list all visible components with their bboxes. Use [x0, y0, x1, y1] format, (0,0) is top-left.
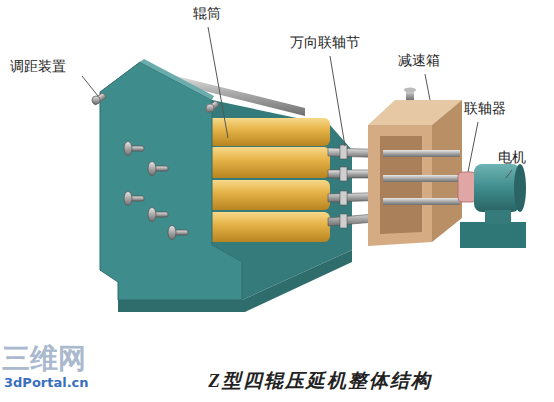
rolls: [205, 118, 330, 242]
caption: Z型四辊压延机整体结构: [208, 368, 432, 394]
reducer-box: [368, 88, 462, 247]
part-name: 电机: [498, 149, 526, 166]
part-name: 联轴器: [464, 100, 506, 117]
part-name: 减速箱: [398, 52, 440, 69]
motor: [460, 164, 526, 248]
watermark: 3dPortal.cn: [4, 375, 89, 391]
part-name: 辊筒: [193, 5, 221, 22]
plate-top: [140, 59, 214, 100]
part-name: 调距装置: [10, 58, 66, 75]
coupling: [458, 172, 476, 202]
leader-lines: [82, 27, 512, 178]
watermark: 三维网: [2, 342, 86, 376]
adjust-screws: [92, 93, 220, 114]
part-name: 万向联轴节: [290, 34, 360, 51]
bolt-heads: [124, 142, 188, 240]
